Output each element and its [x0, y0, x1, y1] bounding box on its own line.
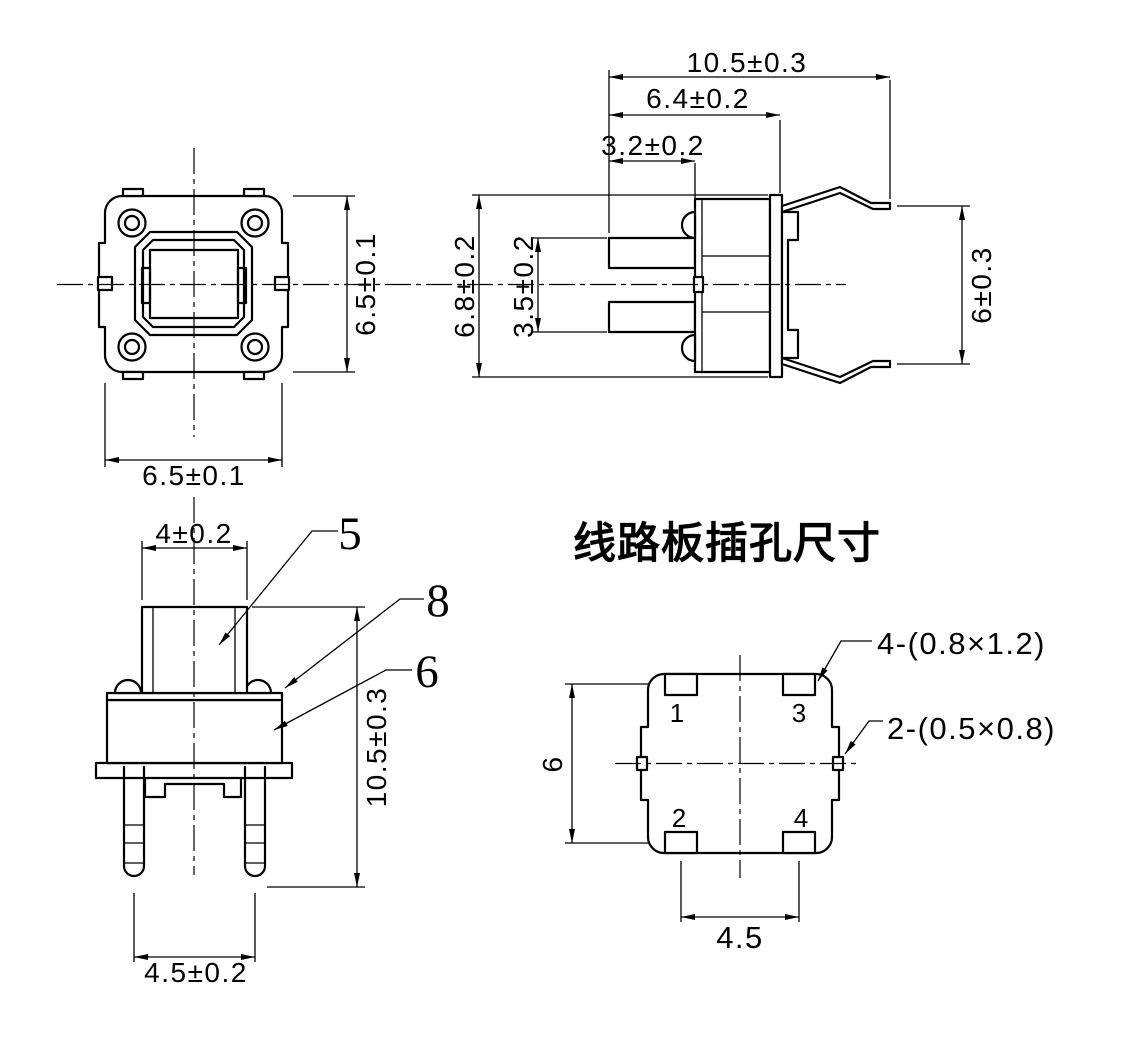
ext-lines-top-view — [104, 195, 355, 467]
dim-text-pin-span: 3.5±0.2 — [508, 234, 539, 338]
callout-dome-number: 8 — [426, 575, 450, 627]
corner-post-circle — [240, 332, 270, 362]
leg-right — [243, 765, 267, 878]
stem-inner-walls — [152, 607, 236, 693]
top-view: 6.5±0.1 6.5±0.1 — [96, 148, 381, 491]
dim-text-hole-spacing-v: 6 — [537, 755, 568, 772]
callout-stem-leader — [218, 530, 338, 646]
corner-post-circle — [240, 208, 270, 238]
hole-pad-4 — [781, 830, 817, 855]
corner-posts — [117, 208, 270, 362]
pad-number-4: 4 — [794, 803, 808, 833]
dim-text-body-height: 6.8±0.2 — [449, 234, 480, 338]
callout-base-number: 6 — [415, 646, 439, 698]
callout-dome-leader — [284, 598, 424, 689]
dome-bumps-side — [680, 210, 697, 363]
hole-pad-3 — [781, 672, 817, 697]
hole-pad-1 — [663, 672, 699, 697]
callout-corner-holes-leader — [817, 640, 872, 682]
corner-post-circle — [117, 332, 147, 362]
dim-text-hole-spacing-h: 4.5 — [716, 920, 764, 955]
bracket-rail — [780, 210, 800, 360]
pad-number-3: 3 — [792, 698, 806, 728]
dim-text-total-length: 10.5±0.3 — [687, 47, 808, 78]
ext-lines-pcb — [565, 683, 800, 922]
callout-side-holes-text: 2-(0.5×0.8) — [887, 711, 1056, 746]
side-view: 10.5±0.3 6.4±0.2 3.2±0.2 6.8±0.2 3.5±0.2… — [449, 47, 997, 385]
pad-number-1: 1 — [670, 698, 684, 728]
dim-text-bracket-span: 6±0.3 — [966, 246, 997, 323]
corner-post-hole — [123, 214, 141, 232]
mount-tabs — [121, 187, 266, 381]
pad-number-2: 2 — [672, 803, 686, 833]
pcb-view-title: 线路板插孔尺寸 — [573, 519, 881, 569]
corner-post-hole — [246, 338, 264, 356]
corner-post-hole — [246, 214, 264, 232]
corner-hole-pads — [663, 672, 817, 855]
leg-crimp-lines — [124, 824, 265, 864]
side-hole-squares — [635, 755, 845, 772]
pin-lower — [607, 300, 697, 334]
front-view: 4±0.2 10.5±0.3 4.5±0.2 5 8 6 — [94, 497, 450, 988]
snap-lead-upper — [780, 185, 892, 214]
dim-text-stem-width: 4±0.2 — [155, 518, 232, 549]
callout-side-holes-leader — [844, 720, 883, 755]
dome-bump-left — [113, 678, 143, 695]
ext-lines-front-view — [133, 541, 365, 962]
ext-lines-side-view — [472, 70, 970, 378]
switch-body-side — [693, 197, 772, 374]
pin-upper — [607, 236, 697, 270]
dim-text-leg-span: 4.5±0.2 — [144, 957, 248, 988]
callout-corner-holes-text: 4-(0.8×1.2) — [877, 626, 1046, 661]
keyframe-outer — [133, 230, 254, 337]
bracket-under-flange — [143, 776, 243, 799]
callout-stem-number: 5 — [338, 508, 362, 560]
callout-base-leader — [273, 669, 412, 731]
dim-text-total-height: 10.5±0.3 — [361, 687, 392, 808]
snap-lead-lower — [780, 356, 892, 385]
dim-text-pin-length: 3.2±0.2 — [601, 130, 705, 161]
pcb-hole-view: 线路板插孔尺寸 1 3 2 4 6 4.5 4-(0.8×1.2) 2-(0.5… — [537, 519, 1056, 955]
corner-post-circle — [117, 208, 147, 238]
dome-bump-right — [243, 678, 273, 695]
side-nubs — [96, 275, 291, 292]
dim-text-top-width: 6.5±0.1 — [142, 460, 246, 491]
corner-post-hole — [123, 338, 141, 356]
leg-left — [122, 765, 146, 878]
base-plate — [768, 193, 784, 379]
key-side-slots — [140, 266, 248, 305]
dim-text-body-length: 6.4±0.2 — [646, 83, 750, 114]
hole-pad-2 — [663, 830, 699, 855]
